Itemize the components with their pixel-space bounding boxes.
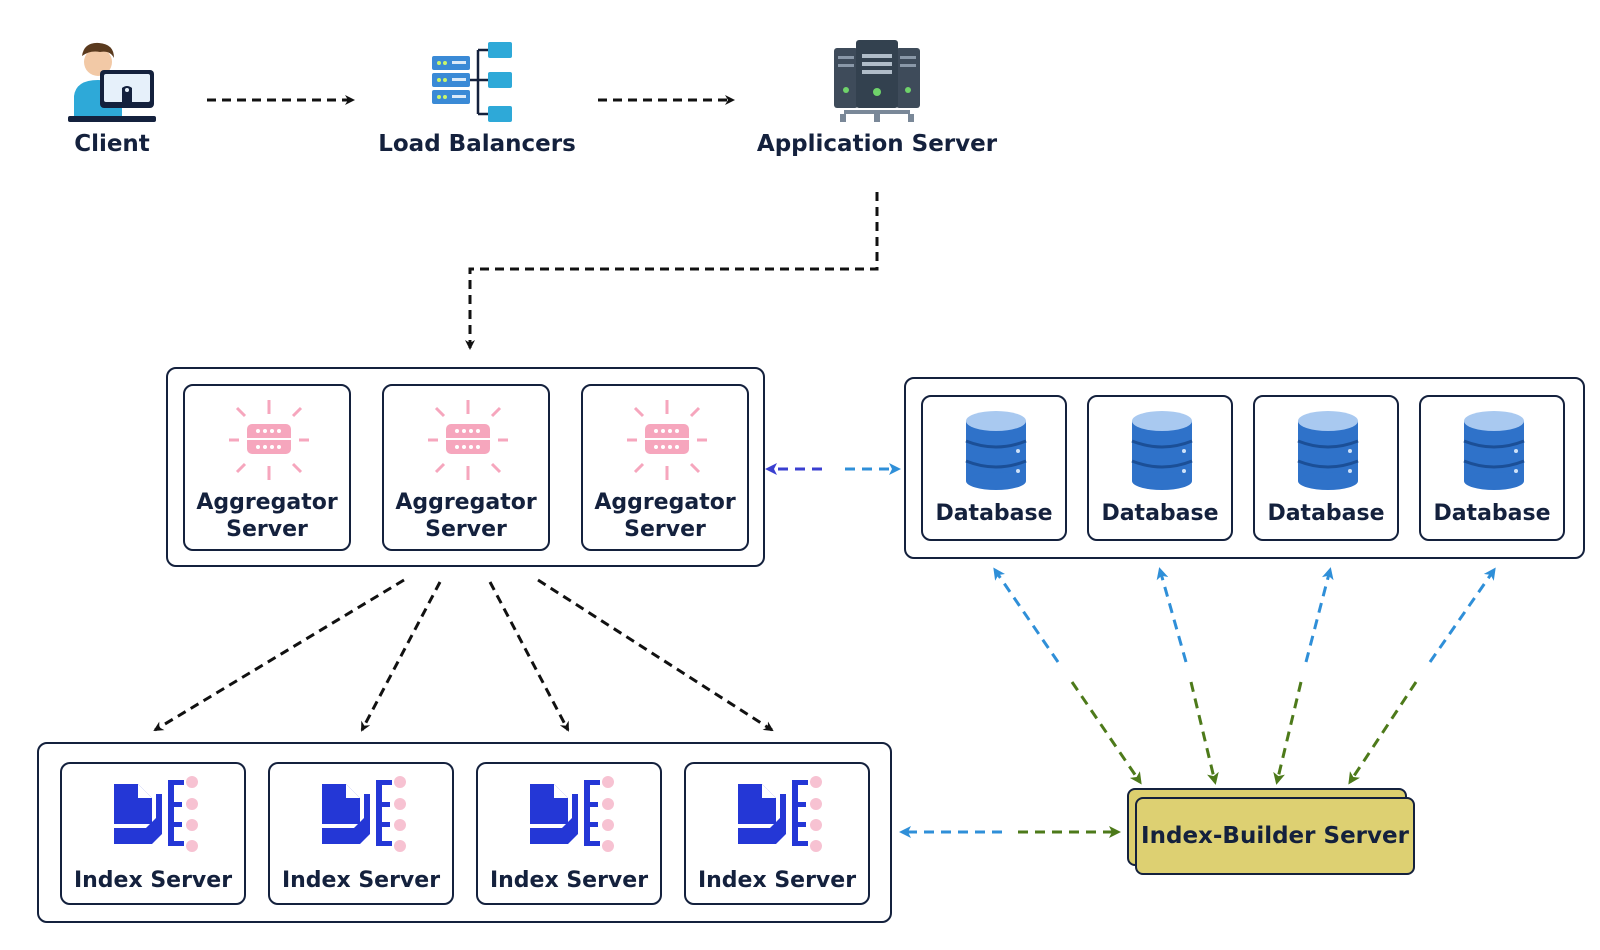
database-label: Database xyxy=(1101,501,1219,526)
aggregator-label-line1: Aggregator xyxy=(196,490,338,515)
index-server-card[interactable]: Index Server xyxy=(476,762,662,905)
index-server-card[interactable]: Index Server xyxy=(60,762,246,905)
database-label: Database xyxy=(1267,501,1385,526)
arrow-agg-to-index-4 xyxy=(537,578,774,732)
arrow-builder-to-db-2 xyxy=(1156,567,1188,663)
arrow-agg-to-index-3 xyxy=(488,581,570,732)
aggregator-icon xyxy=(627,400,707,480)
load-balancers-label: Load Balancers xyxy=(378,131,576,157)
aggregator-server-card[interactable]: Aggregator Server xyxy=(581,384,749,551)
aggregator-icon xyxy=(229,400,309,480)
aggregator-label-line1: Aggregator xyxy=(395,490,537,515)
database-card[interactable]: Database xyxy=(1087,395,1233,541)
arrow-agg-to-index-1 xyxy=(153,578,405,732)
database-card[interactable]: Database xyxy=(1253,395,1399,541)
arrow-builder-to-db-3 xyxy=(1304,567,1334,663)
index-icon xyxy=(530,776,614,852)
aggregator-label-line2: Server xyxy=(425,517,507,542)
aggregator-icon xyxy=(428,400,508,480)
database-card[interactable]: Database xyxy=(1419,395,1565,541)
index-builder-server[interactable]: Index-Builder Server xyxy=(1135,797,1415,875)
arrow-db4-to-builder xyxy=(1348,681,1418,785)
aggregator-server-card[interactable]: Aggregator Server xyxy=(183,384,351,551)
arrow-builder-to-db-1 xyxy=(993,567,1060,663)
index-icon xyxy=(114,776,198,852)
index-server-label: Index Server xyxy=(281,868,441,893)
application-server-label: Application Server xyxy=(756,131,998,157)
index-server-card[interactable]: Index Server xyxy=(684,762,870,905)
index-server-label: Index Server xyxy=(73,868,233,893)
index-server-label: Index Server xyxy=(697,868,857,893)
application-server-icon xyxy=(834,40,920,122)
arrow-app-to-aggregators xyxy=(465,192,879,350)
client-user-icon xyxy=(68,42,156,122)
arrow-db1-to-builder xyxy=(1070,681,1142,785)
database-icon xyxy=(1463,411,1525,490)
database-icon xyxy=(1131,411,1193,490)
index-icon xyxy=(322,776,406,852)
index-server-label: Index Server xyxy=(489,868,649,893)
arrow-db3-to-builder xyxy=(1273,681,1303,785)
database-icon xyxy=(1297,411,1359,490)
load-balancer-icon xyxy=(432,42,512,122)
index-server-card[interactable]: Index Server xyxy=(268,762,454,905)
arrow-agg-to-index-2 xyxy=(360,581,442,732)
arrow-builder-to-db-4 xyxy=(1428,567,1496,663)
client-label: Client xyxy=(74,131,150,157)
database-label: Database xyxy=(1433,501,1551,526)
database-icon xyxy=(965,411,1027,490)
database-card[interactable]: Database xyxy=(921,395,1067,541)
arrow-db2-to-builder xyxy=(1189,681,1219,785)
aggregator-server-card[interactable]: Aggregator Server xyxy=(382,384,550,551)
aggregator-label-line1: Aggregator xyxy=(594,490,736,515)
aggregator-label-line2: Server xyxy=(624,517,706,542)
database-label: Database xyxy=(935,501,1053,526)
index-builder-label: Index-Builder Server xyxy=(1141,823,1409,849)
aggregator-label-line2: Server xyxy=(226,517,308,542)
index-icon xyxy=(738,776,822,852)
